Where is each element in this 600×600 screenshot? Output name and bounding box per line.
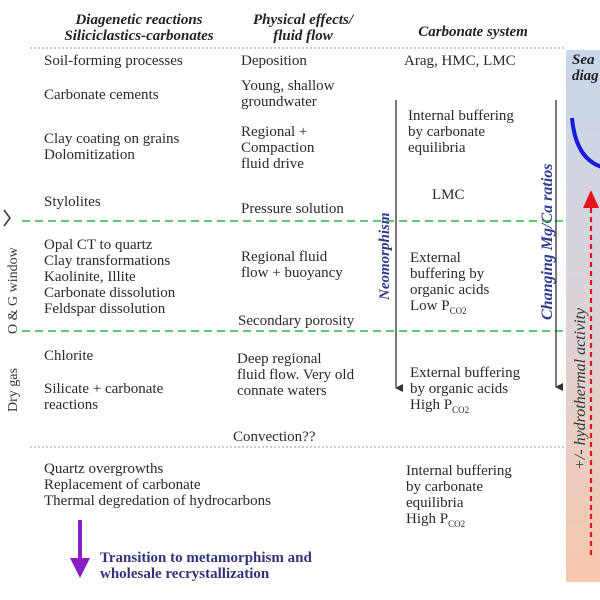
quartz-overgrowths-text: Quartz overgrowths Replacement of carbon… bbox=[44, 461, 271, 509]
carbonate-cements-text: Carbonate cements bbox=[44, 87, 159, 103]
metamorphism-arrow-head bbox=[70, 558, 90, 578]
soil-forming-text: Soil-forming processes bbox=[44, 53, 183, 69]
low-pco2-text: Low PCO2 bbox=[410, 298, 467, 316]
silicate-reactions-text: Silicate + carbonate reactions bbox=[44, 381, 164, 413]
chlorite-text: Chlorite bbox=[44, 348, 94, 364]
regional-compaction-text: Regional + Compaction fluid drive bbox=[241, 124, 315, 172]
regional-fluid-flow-text: Regional fluid flow + buoyancy bbox=[241, 249, 343, 281]
lmc-text: LMC bbox=[432, 187, 465, 203]
deposition-text: Deposition bbox=[241, 53, 307, 69]
internal-buffering-2-text: Internal buffering by carbonate equilibr… bbox=[406, 463, 512, 511]
arag-hmc-lmc-text: Arag, HMC, LMC bbox=[404, 53, 516, 69]
external-buffering-1-text: External buffering by organic acids bbox=[410, 250, 490, 298]
seawater-curve bbox=[570, 117, 600, 169]
sea-panel-label: Sea diag bbox=[572, 52, 599, 84]
deep-regional-flow-text: Deep regional fluid flow. Very old conna… bbox=[237, 351, 355, 399]
clay-coating-text: Clay coating on grains Dolomitization bbox=[44, 131, 180, 163]
secondary-porosity-text: Secondary porosity bbox=[238, 313, 355, 329]
header-physical-effects: Physical effects/ fluid flow bbox=[252, 12, 354, 44]
stylolites-text: Stylolites bbox=[44, 194, 101, 210]
transition-metamorphism-text: Transition to metamorphism and wholesale… bbox=[100, 550, 312, 582]
internal-buffering-1-text: Internal buffering by carbonate equilibr… bbox=[408, 108, 514, 156]
high-pco2-1-text: High PCO2 bbox=[410, 397, 470, 415]
hydrothermal-arrow-head bbox=[583, 190, 599, 208]
header-diagenetic-reactions: Diagenetic reactions Siliciclastics-carb… bbox=[64, 12, 214, 44]
header-carbonate-system: Carbonate system bbox=[418, 24, 528, 40]
opal-ct-group-text: Opal CT to quartz Clay transformations K… bbox=[44, 237, 176, 317]
high-pco2-2-text: High PCO2 bbox=[406, 511, 466, 529]
convection-text: Convection?? bbox=[233, 429, 316, 445]
external-buffering-2-text: External buffering by organic acids bbox=[410, 365, 521, 397]
sea-diagenesis-panel bbox=[566, 50, 600, 582]
pressure-solution-text: Pressure solution bbox=[241, 201, 344, 217]
left-window-arrow bbox=[3, 209, 11, 227]
groundwater-text: Young, shallow groundwater bbox=[241, 78, 335, 110]
